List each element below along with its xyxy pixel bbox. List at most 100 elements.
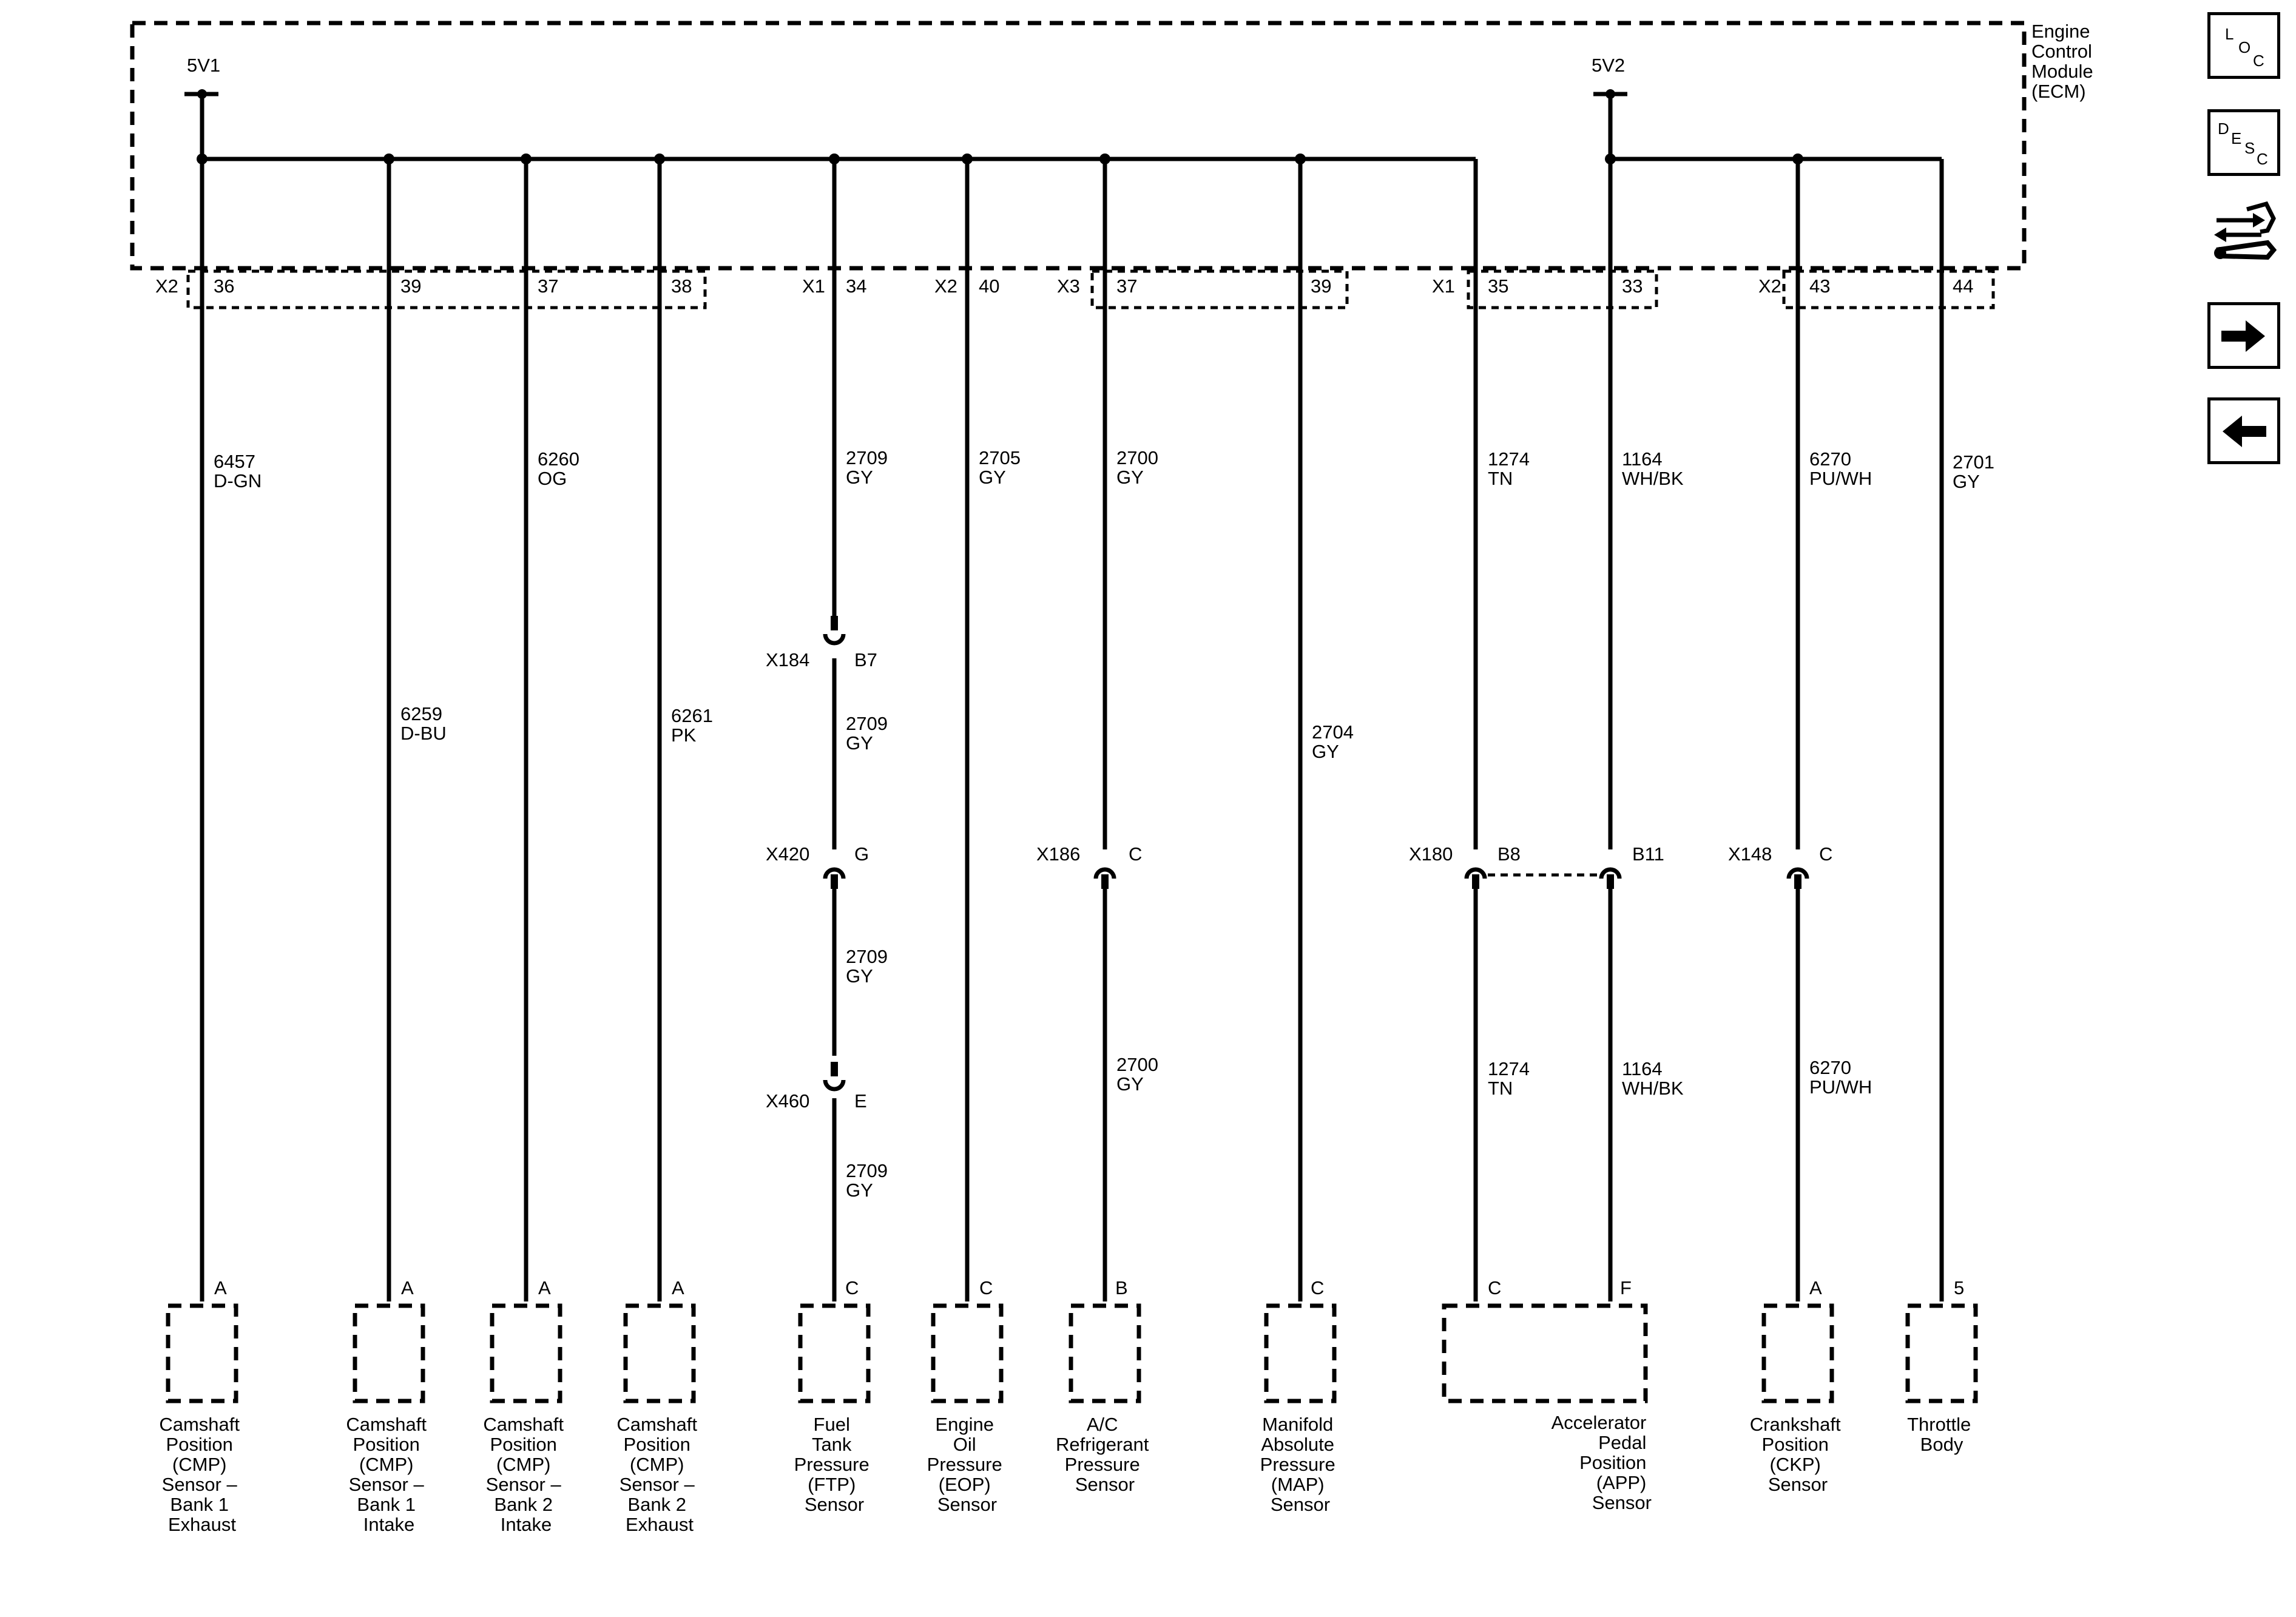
ecm-label-line-3: Module xyxy=(2031,61,2093,82)
ecm-pin-label: 39 xyxy=(400,275,421,297)
wire-circuit-number: 6259 xyxy=(400,703,442,724)
svg-text:C: C xyxy=(2257,150,2268,168)
wire-color: GY xyxy=(1116,467,1144,488)
inline-connector-x460: X460 E xyxy=(766,1062,867,1112)
wire-color: PU/WH xyxy=(1809,468,1872,489)
connector-label: X3 xyxy=(1057,275,1080,297)
loc-button[interactable]: L O C xyxy=(2207,12,2280,79)
wire-circuit-number: 6270 xyxy=(1809,448,1851,470)
ecm-label-line-4: (ECM) xyxy=(2031,81,2086,102)
connector-label: X2 xyxy=(934,275,957,297)
component-label-camshaft-b2-exhaust: Camshaft Position (CMP) Sensor – Bank 2 … xyxy=(616,1414,702,1535)
component-label-camshaft-b1-intake: Camshaft Position (CMP) Sensor – Bank 1 … xyxy=(346,1414,431,1535)
ecm-outline xyxy=(130,21,2027,271)
wire-circuit-number: 1164 xyxy=(1622,448,1663,470)
wire-circuit-number: 2704 xyxy=(1312,721,1354,743)
component-label-map-sensor: Manifold Absolute Pressure (MAP) Sensor xyxy=(1260,1414,1341,1515)
desc-button[interactable]: D E S C xyxy=(2207,109,2280,176)
supply-5v1-label: 5V1 xyxy=(187,55,220,76)
ecm-label-line-2: Control xyxy=(2031,41,2092,62)
component-terminal-label: C xyxy=(1311,1277,1324,1298)
wire-color: TN xyxy=(1488,1078,1513,1099)
connector-label: X2 xyxy=(155,275,178,297)
wire-circuit-number: 2709 xyxy=(846,946,888,967)
wire-color: TN xyxy=(1488,468,1513,489)
ecm-pin-label: 44 xyxy=(1953,275,1973,297)
component-terminal-label: A xyxy=(672,1277,684,1298)
inline-connector-name: X420 xyxy=(766,843,809,865)
inline-connector-name: X148 xyxy=(1728,843,1772,865)
prev-button[interactable] xyxy=(2207,397,2280,464)
wire-color: GY xyxy=(1953,471,1980,492)
component-terminal-label: A xyxy=(538,1277,551,1298)
wire-color: OG xyxy=(538,468,567,489)
ecm-pin-label: 36 xyxy=(214,275,234,297)
component-terminal-label: A xyxy=(214,1277,227,1298)
next-button[interactable] xyxy=(2207,302,2280,369)
wire-circuit-number: 6457 xyxy=(214,451,255,472)
arrow-right-icon xyxy=(2221,320,2265,352)
wire-circuit-number: 2705 xyxy=(979,447,1021,468)
connector-label: X1 xyxy=(1432,275,1455,297)
inline-connector-x184: X184 B7 xyxy=(766,616,877,670)
wire-circuit-number: 2700 xyxy=(1116,447,1158,468)
component-label-throttle-body: Throttle Body xyxy=(1907,1414,1976,1455)
wire-color: GY xyxy=(1312,741,1339,762)
component-label-eop-sensor: Engine Oil Pressure (EOP) Sensor xyxy=(927,1414,1008,1515)
inline-connector-x180: X180 B8 B11 xyxy=(1409,843,1664,889)
wire-circuit-number: 1164 xyxy=(1622,1058,1663,1079)
wire-color: WH/BK xyxy=(1622,1078,1684,1099)
inline-connector-pin: C xyxy=(1129,843,1142,865)
svg-text:D: D xyxy=(2218,120,2229,138)
wire-color: GY xyxy=(846,965,873,987)
wrench-arrows-icon xyxy=(2214,201,2277,260)
svg-text:O: O xyxy=(2238,38,2250,56)
inline-connector-pin: B7 xyxy=(854,649,877,670)
supply-5v2-label: 5V2 xyxy=(1592,55,1625,76)
component-boxes xyxy=(166,1303,1978,1403)
supply-5v2: 5V2 xyxy=(1592,55,1627,159)
arrow-left-icon xyxy=(2223,416,2266,447)
wire-color: PK xyxy=(671,724,697,746)
inline-connector-pin: G xyxy=(854,843,869,865)
inline-connector-name: X460 xyxy=(766,1090,809,1112)
connector-label: X2 xyxy=(1758,275,1781,297)
wire-color: GY xyxy=(846,732,873,754)
component-label-camshaft-b1-exhaust: Camshaft Position (CMP) Sensor – Bank 1 … xyxy=(159,1414,245,1535)
component-terminal-label: A xyxy=(401,1277,414,1298)
inline-connector-name: X180 xyxy=(1409,843,1453,865)
component-label-camshaft-b2-intake: Camshaft Position (CMP) Sensor – Bank 2 … xyxy=(483,1414,569,1535)
ecm-pin-label: 33 xyxy=(1622,275,1643,297)
wire-color: D-BU xyxy=(400,723,447,744)
ecm-pin-label: 43 xyxy=(1809,275,1830,297)
ecm-pin-label: 39 xyxy=(1311,275,1331,297)
ecm-label-line-1: Engine xyxy=(2031,21,2090,42)
wire-circuit-number: 2709 xyxy=(846,447,888,468)
wire-circuit-number: 6260 xyxy=(538,448,579,470)
supply-5v1: 5V1 xyxy=(184,55,220,159)
wire-color: GY xyxy=(846,1180,873,1201)
vertical-wires xyxy=(200,159,1944,1301)
wire-circuit-number: 2700 xyxy=(1116,1054,1158,1075)
inline-connector-pin: E xyxy=(854,1090,867,1112)
component-terminal-label: F xyxy=(1620,1277,1632,1298)
component-terminal-label: C xyxy=(1488,1277,1501,1298)
ecm-pin-label: 37 xyxy=(1116,275,1137,297)
inline-connector-name: X186 xyxy=(1036,843,1080,865)
wire-circuit-number: 2709 xyxy=(846,1160,888,1181)
component-terminal-label: C xyxy=(845,1277,859,1298)
wire-circuit-number: 1274 xyxy=(1488,448,1530,470)
svg-text:S: S xyxy=(2244,139,2255,157)
ecm-pin-label: 35 xyxy=(1488,275,1508,297)
svg-text:C: C xyxy=(2253,52,2264,70)
description-icon: D E S C xyxy=(2218,120,2268,168)
ecm-pin-label: 38 xyxy=(671,275,692,297)
inline-connector-x420: X420 G xyxy=(766,843,869,889)
wire-circuit-number: 6270 xyxy=(1809,1057,1851,1078)
wire-color: GY xyxy=(1116,1073,1144,1095)
tools-button[interactable] xyxy=(2207,197,2280,264)
ecm-connector-boxes xyxy=(186,269,1995,309)
ecm-pin-label: 37 xyxy=(538,275,558,297)
component-label-app-sensor: Accelerator Pedal Position (APP) Sensor xyxy=(1551,1412,1652,1513)
